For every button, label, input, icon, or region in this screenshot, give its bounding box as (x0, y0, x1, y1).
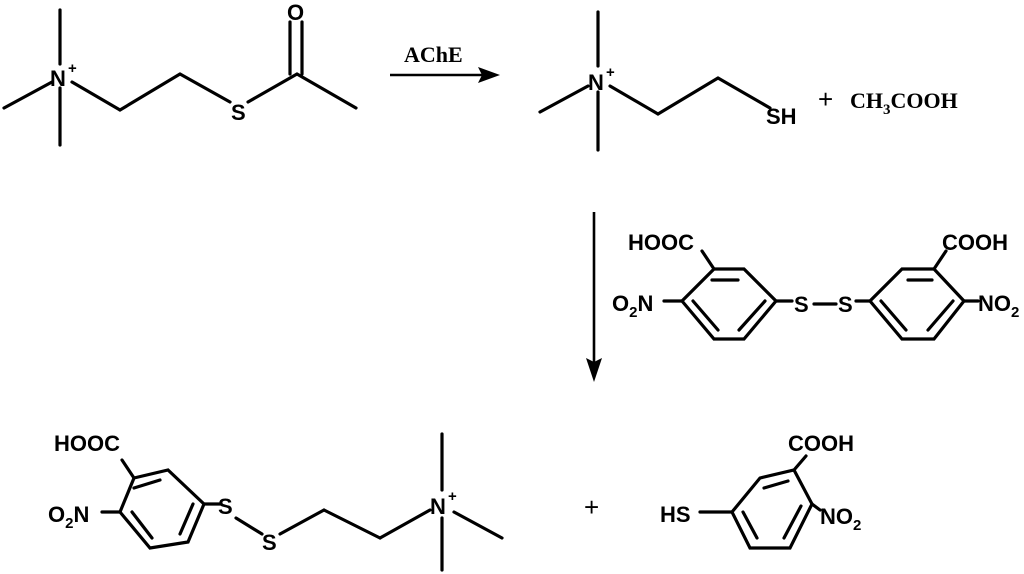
product-sulfur-1-label: S (218, 494, 233, 519)
acetylthiocholine-molecule: N + S O (2, 0, 358, 147)
product-carboxyl-label: HOOC (54, 431, 120, 456)
dtnb-left-carboxyl-label: HOOC (628, 230, 694, 255)
dtnb-right-carboxyl-label: COOH (942, 230, 1008, 255)
thioester-sulfur-label: S (231, 100, 246, 125)
thiocholine-nitrogen-label: N (588, 70, 604, 95)
ache-hydrolysis-arrow: AChE (390, 42, 500, 83)
product-nitrogen-label: N (430, 494, 446, 519)
product-sulfur-2-label: S (262, 530, 277, 555)
ache-enzyme-label: AChE (404, 42, 463, 67)
carbonyl-oxygen-label: O (287, 0, 304, 25)
product-nitro-label: O2N (48, 502, 89, 532)
dtnb-reagent-molecule: HOOC COOH O2N NO2 S S (612, 230, 1019, 341)
dtnb-sulfur-left-label: S (794, 292, 809, 317)
ammonium-nitrogen-label: N (50, 66, 66, 91)
dtnb-reaction-arrow (586, 212, 602, 382)
dtnb-right-nitro-label: NO2 (978, 291, 1019, 321)
product-charge-label: + (448, 488, 457, 505)
thiocholine-molecule: N + SH (538, 10, 797, 152)
acetic-acid-label: CH3COOH (850, 88, 958, 118)
ammonium-charge-label: + (68, 60, 77, 77)
tnb-thiol-label: HS (660, 502, 691, 527)
plus-sign-top: + (818, 84, 833, 114)
thiol-sh-label: SH (766, 104, 797, 129)
plus-sign-bottom: + (584, 492, 599, 522)
tnb-nitro-label: NO2 (820, 504, 861, 534)
thiocholine-charge-label: + (606, 64, 615, 81)
dtnb-left-nitro-label: O2N (612, 291, 653, 321)
mixed-disulfide-product: HOOC O2N S S N + (48, 431, 504, 572)
tnb-carboxyl-label: COOH (788, 431, 854, 456)
dtnb-sulfur-right-label: S (838, 292, 853, 317)
tnb-product: COOH HS NO2 (660, 431, 861, 550)
